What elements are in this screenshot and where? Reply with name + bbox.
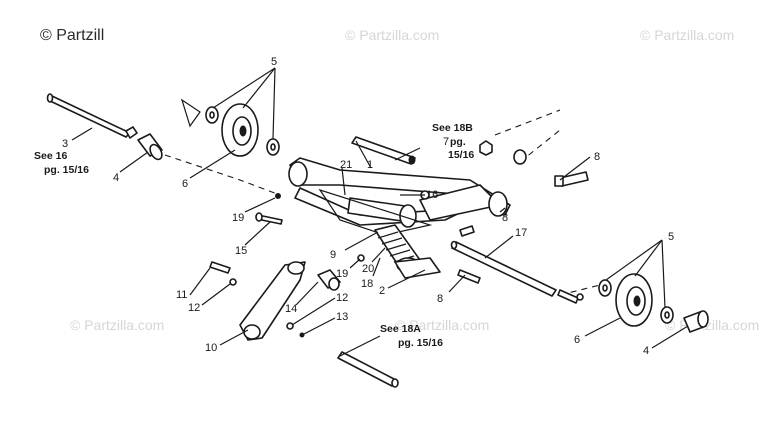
callout-9: 9 [330,249,336,261]
callout-6: 6 [182,178,188,190]
callout-12-left: 12 [188,302,200,314]
watermark-layer: © Partzill © Partzilla.com © Partzilla.c… [40,27,759,333]
callout-3: 3 [62,138,68,150]
note-see-16-page: pg. 15/16 [44,164,89,176]
leader-lines [71,67,689,357]
note-see-16: See 16 [34,150,67,162]
note-see-18b: See 18B [432,122,473,134]
assembly-axis [164,154,281,196]
shaft-17 [450,240,557,297]
watermark: © Partzilla.com [345,27,439,43]
callout-8-middle: 8 [502,212,508,224]
callout-5-right: 5 [668,231,674,243]
note-see-18b-page-number: 15/16 [448,149,474,161]
watermark: © Partzilla.com [640,27,734,43]
callout-12-right: 12 [336,292,348,304]
callout-2: 2 [379,285,385,297]
note-see-18a-page: pg. 15/16 [398,337,443,349]
callout-4: 4 [113,172,119,184]
assembly-axis [519,129,561,163]
rod-7 [351,136,416,165]
callout-13: 13 [336,311,348,323]
shock-absorber [374,224,441,279]
callout-21: 21 [340,159,352,171]
callout-11: 11 [176,289,187,301]
callout-18: 18 [361,278,373,290]
reference-notes: See 16 pg. 15/16 See 18B pg. 15/16 See 1… [34,122,474,349]
shaft-18a [337,351,399,388]
shaft-3 [46,93,138,139]
nut-8-upper [479,140,589,187]
callout-4-right: 4 [643,345,649,357]
note-see-18b-page: pg. [450,136,466,148]
callout-10: 10 [205,342,217,354]
callout-16: 16 [426,189,438,201]
callout-5: 5 [271,56,277,68]
callout-1: 1 [367,159,373,171]
watermark: © Partzilla.com [395,317,489,333]
spacer-4-left [137,133,163,161]
link-arm-10 [209,261,341,341]
idler-wheel-left [180,98,280,157]
callout-17: 17 [515,227,527,239]
watermark: © Partzilla.com [70,317,164,333]
callout-8-upper: 8 [594,151,600,163]
callout-14: 14 [285,303,297,315]
callout-7: 7 [443,136,449,148]
assembly-axis [494,109,561,136]
assembly-axis [559,284,601,296]
callout-6-right: 6 [574,334,580,346]
callout-labels: 3 4 5 6 1 21 7 8 16 8 19 15 9 19 20 18 2… [62,56,674,357]
note-see-18a: See 18A [380,323,421,335]
watermark: © Partzilla.com [665,317,759,333]
callout-8-lower: 8 [437,293,443,305]
idler-wheel-right [598,273,709,333]
callout-15: 15 [235,245,247,257]
callout-20: 20 [362,263,374,275]
callout-19-lower: 19 [336,268,348,280]
swing-arm-frame [288,157,511,236]
watermark-top-left: © Partzill [40,27,104,44]
callout-19-upper: 19 [232,212,244,224]
small-hardware [255,190,584,304]
